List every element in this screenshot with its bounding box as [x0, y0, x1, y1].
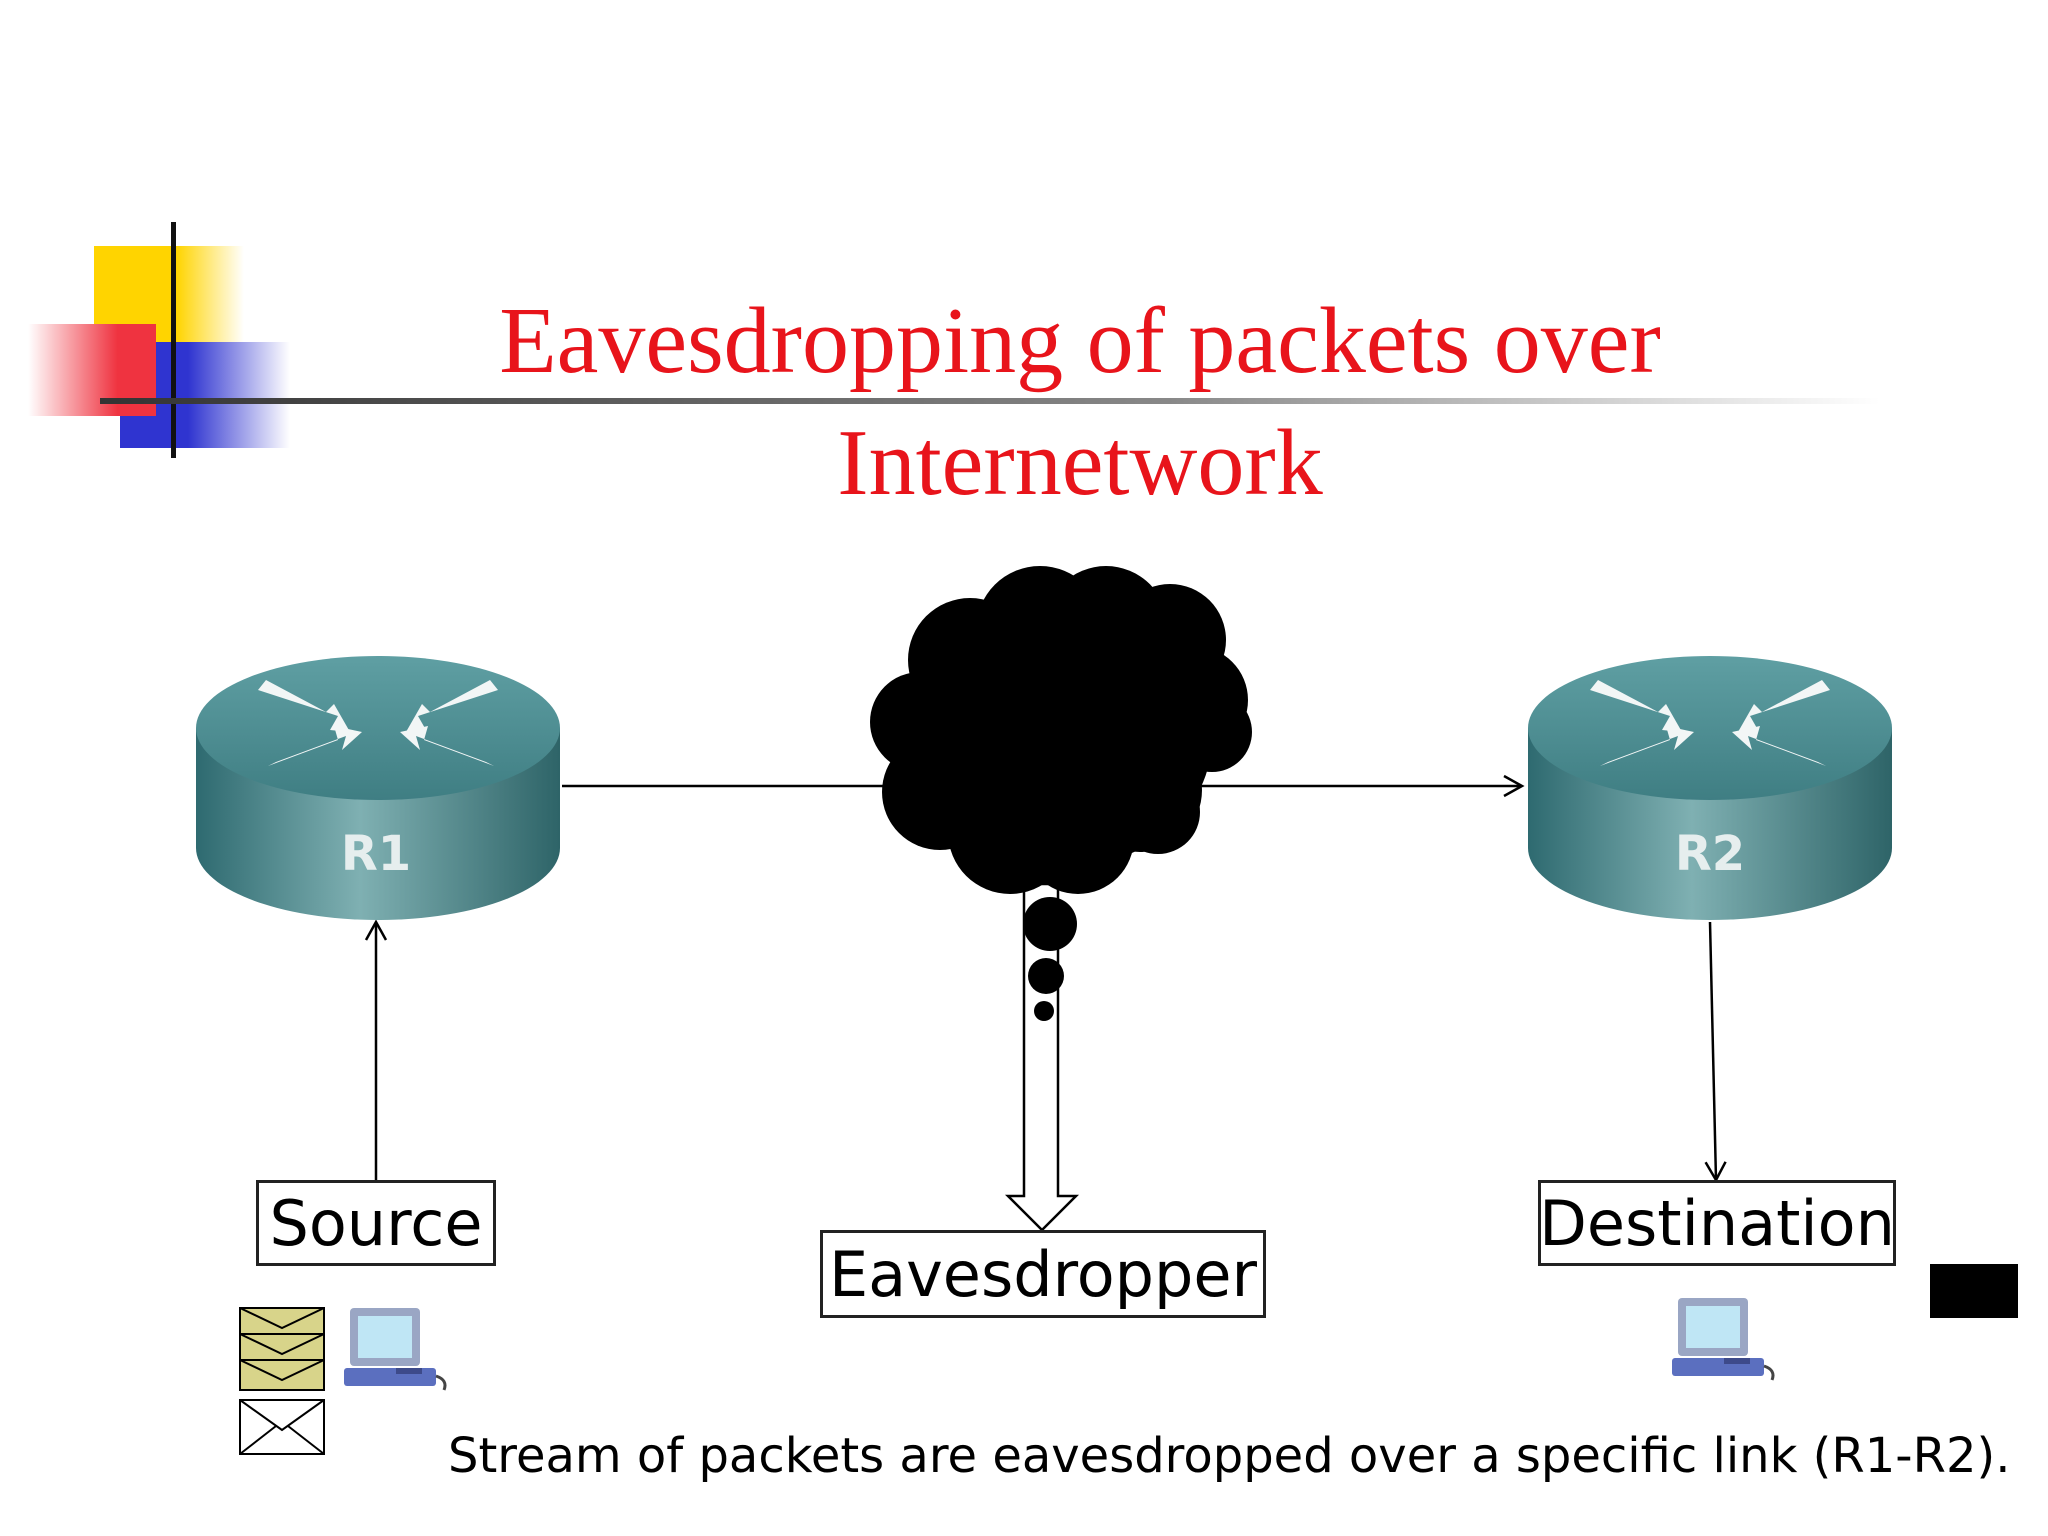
link-r2-destination	[1704, 921, 1727, 1183]
edge-black-block	[1930, 1264, 2018, 1318]
title-line-2: Internetwork	[837, 411, 1323, 515]
router-r1-label: R1	[341, 826, 411, 882]
slide-title: Eavesdropping of packets over Internetwo…	[380, 280, 1780, 524]
packet-stack	[239, 1307, 325, 1455]
source-label: Source	[256, 1180, 496, 1266]
destination-computer-icon	[1670, 1296, 1775, 1382]
router-r2-label: R2	[1675, 826, 1745, 882]
cloud-icon	[870, 566, 1252, 1021]
source-computer-icon	[342, 1306, 447, 1392]
title-underline	[100, 398, 1880, 404]
title-line-1: Eavesdropping of packets over	[499, 289, 1661, 393]
corner-decoration	[28, 222, 1880, 458]
slide-caption: Stream of packets are eavesdropped over …	[448, 1428, 2011, 1484]
deco-vertical-line	[171, 222, 176, 458]
eavesdropper-label: Eavesdropper	[820, 1230, 1266, 1318]
envelope-icon	[239, 1359, 325, 1391]
destination-label: Destination	[1538, 1180, 1896, 1266]
envelope-icon	[239, 1399, 325, 1455]
